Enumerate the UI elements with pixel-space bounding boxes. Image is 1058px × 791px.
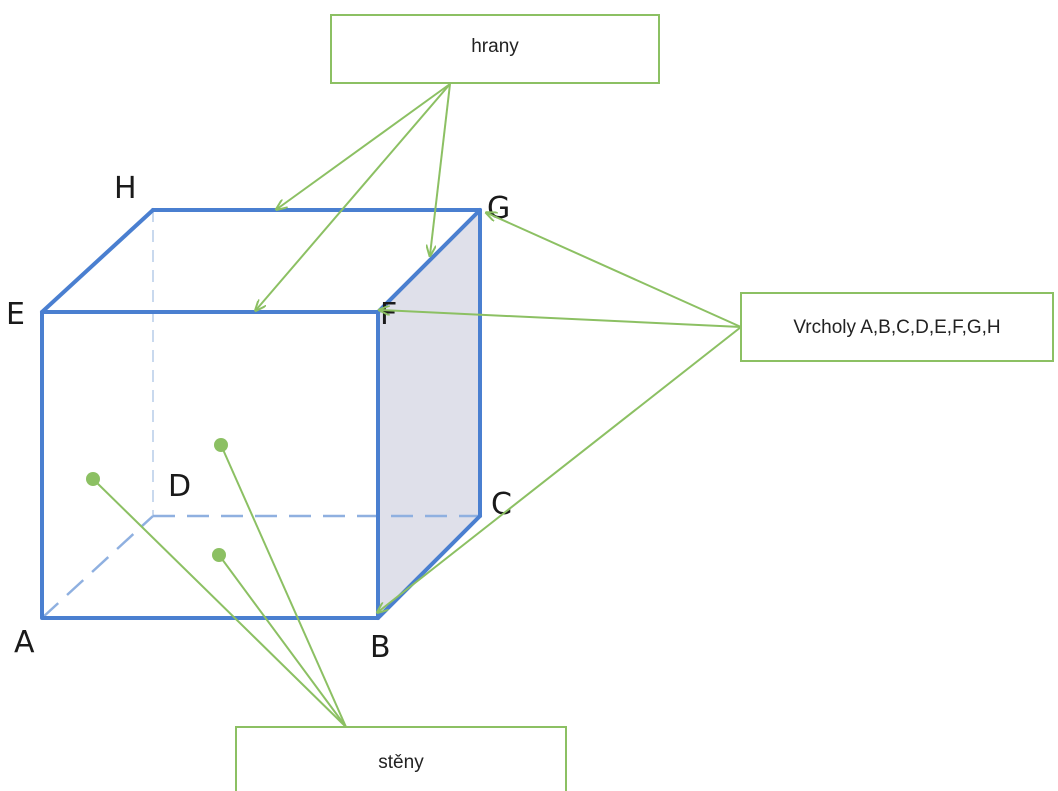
edges-label-box: hrany [330, 14, 660, 84]
edge-bc [376, 514, 482, 620]
faces-pointer-back [220, 444, 347, 728]
edges-label: hrany [471, 36, 519, 57]
vertex-label-g: G [487, 191, 510, 226]
faces-label-box: stěny [235, 726, 567, 791]
vertices-arrow-g [487, 213, 742, 328]
vertex-label-e: E [6, 297, 25, 332]
edge-fg [376, 208, 482, 314]
vertices-arrow-b [378, 326, 742, 612]
vertex-label-a: A [14, 625, 35, 660]
edges-arrow-3 [430, 83, 451, 255]
shaded-face-bcgf [378, 210, 480, 618]
vertex-label-f: F [380, 297, 397, 332]
vertices-label: Vrcholy A,B,C,D,E,F,G,H [793, 317, 1000, 338]
vertices-label-box: Vrcholy A,B,C,D,E,F,G,H [740, 292, 1054, 362]
vertex-label-d: D [168, 469, 191, 504]
vertex-label-c: C [491, 487, 512, 522]
hidden-edge-ad [41, 515, 154, 619]
edge-eh [40, 208, 155, 314]
vertices-arrow-f [380, 310, 742, 328]
vertex-label-b: B [370, 630, 391, 665]
edges-arrow-1 [277, 83, 451, 209]
faces-label: stěny [378, 752, 424, 773]
vertex-label-h: H [114, 171, 137, 206]
faces-pointer-bottom [218, 554, 347, 728]
faces-pointer-left [92, 478, 347, 728]
edges-arrow-2 [256, 83, 451, 310]
